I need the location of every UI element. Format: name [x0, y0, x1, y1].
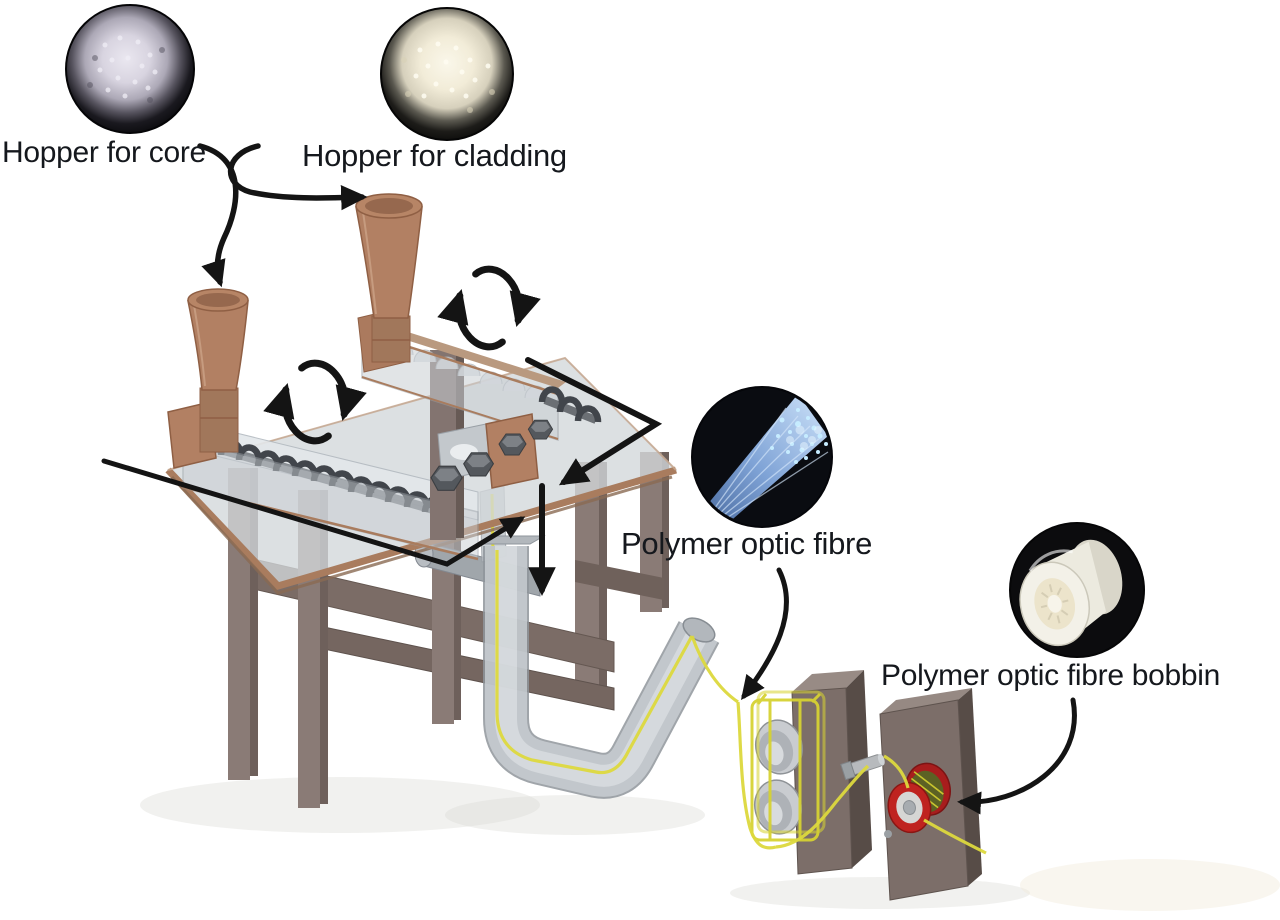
label-arrows — [197, 143, 1077, 815]
flow-arrows — [101, 357, 663, 597]
label-arrow-bobbin — [957, 697, 1077, 815]
drive-bolt — [840, 753, 885, 781]
label-arrow-hopper-cladding — [228, 143, 368, 211]
winder-unit — [840, 688, 982, 901]
polymer-optic-fibre-label: Polymer optic fibre — [621, 526, 873, 561]
flow-arrow-front — [101, 458, 526, 567]
polymer-optic-fibre-bobbin-label: Polymer optic fibre bobbin — [881, 659, 1221, 692]
white-fibre-bobbin-photo — [1009, 522, 1145, 658]
hopper-cladding-label: Hopper for cladding — [302, 138, 567, 173]
watermark-smudge — [1020, 859, 1280, 911]
core-screw-conveyor — [167, 401, 479, 561]
hopper-cladding-funnel — [355, 193, 423, 363]
puller-unit — [750, 670, 872, 875]
hopper-core-label: Hopper for core — [2, 136, 206, 169]
label-arrow-optic-fibre — [740, 567, 789, 700]
blue-optic-fibre-photo — [691, 386, 833, 528]
extruder-table — [165, 356, 677, 808]
flow-arrow-right-zigzag — [525, 357, 663, 486]
core-granules-photo — [65, 4, 195, 134]
fibre-bobbin-red — [887, 762, 951, 834]
optic-fibre-line — [495, 550, 987, 855]
cladding-granules-photo — [380, 7, 514, 141]
fibre-cage — [750, 690, 826, 842]
rotation-arrow — [451, 264, 527, 352]
label-arrow-hopper-core — [197, 143, 239, 288]
hopper-core-funnel — [187, 288, 249, 453]
die-head — [430, 413, 554, 491]
